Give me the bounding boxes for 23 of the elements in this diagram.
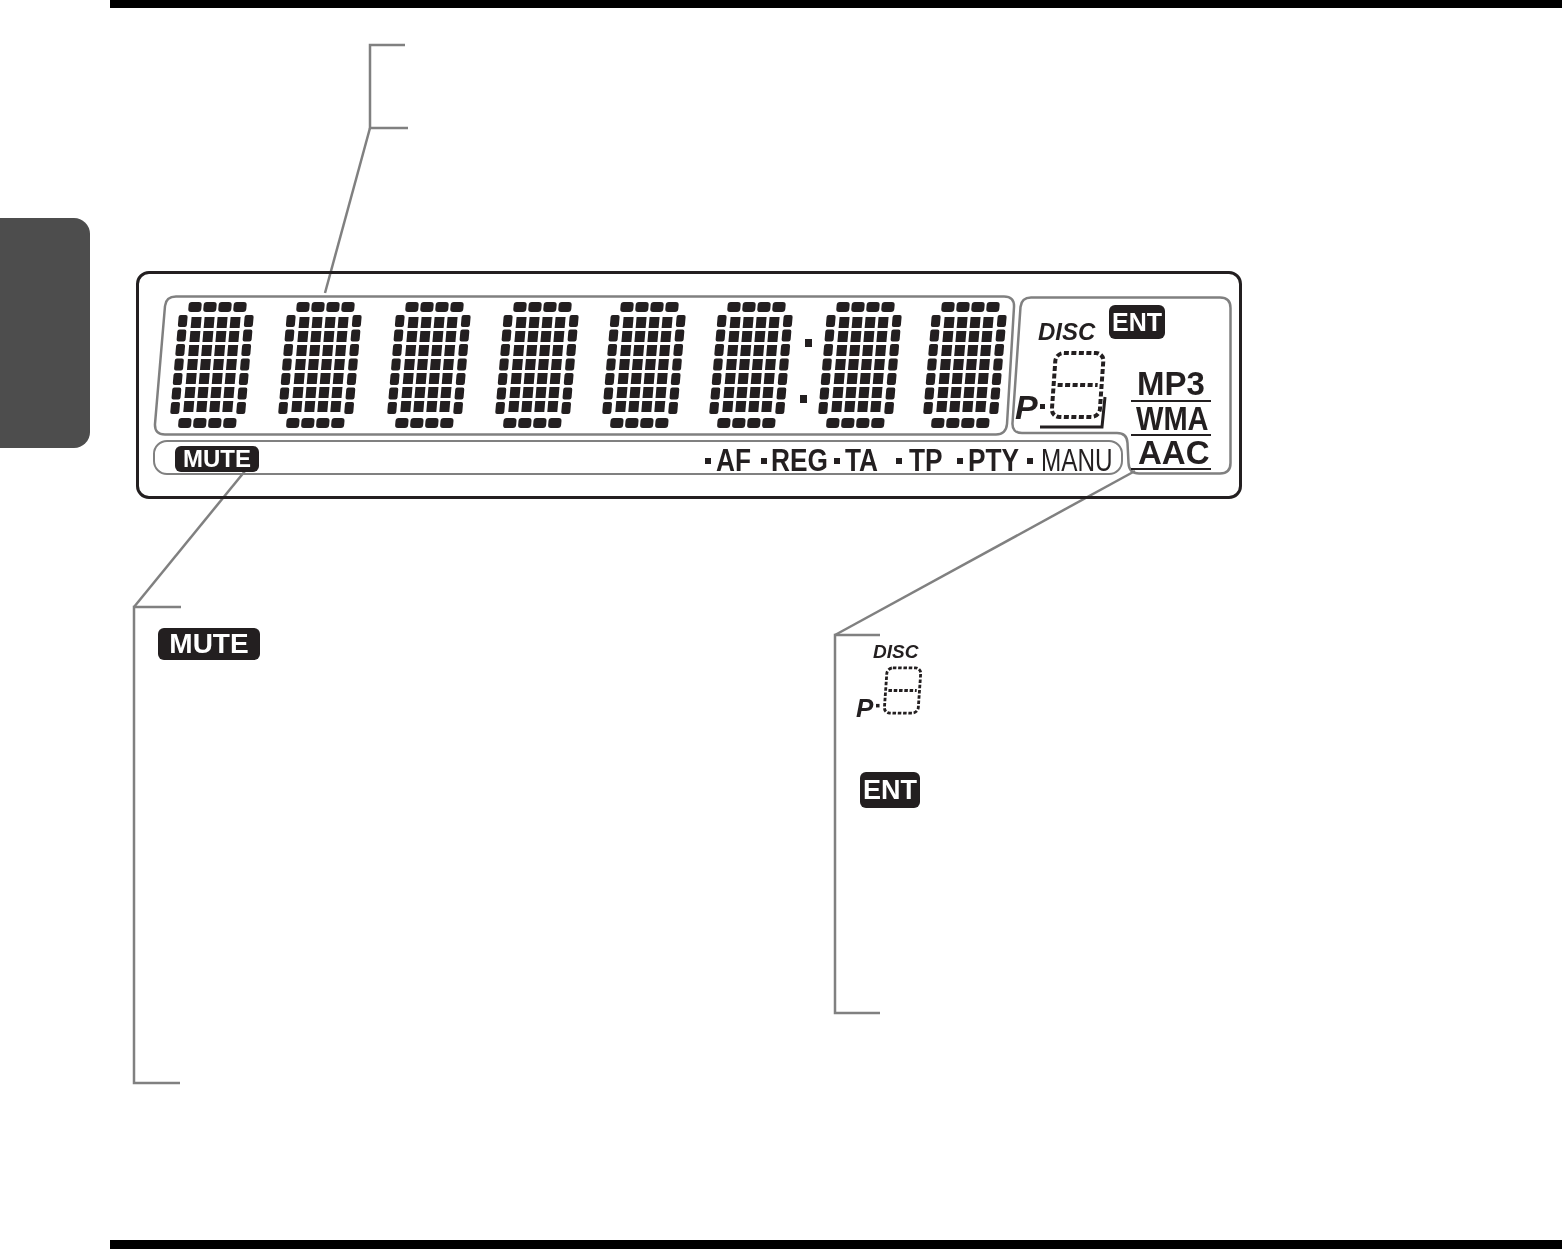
leader-line — [133, 470, 246, 608]
mute-indicator: MUTE — [175, 446, 259, 472]
indicator-label: REG — [771, 448, 828, 474]
indicator-label: AF — [716, 448, 751, 474]
format-label: WMA — [1136, 406, 1209, 433]
indicator-label: TA — [845, 448, 879, 474]
indicator-label: P — [856, 698, 874, 719]
indicator-label: P — [1015, 394, 1038, 422]
ent-indicator: ENT — [860, 772, 920, 808]
indicator-label: TP — [909, 448, 943, 474]
leader-line — [323, 127, 372, 294]
display-panel — [136, 271, 1242, 499]
indicator-label: DISC — [873, 644, 919, 660]
indicator-label: DISC — [1038, 322, 1096, 342]
section-tab — [0, 218, 90, 448]
ent-indicator: ENT — [1109, 305, 1165, 339]
indicator-row — [153, 440, 1123, 475]
indicator-label: MANU — [1041, 448, 1113, 474]
leader-line — [834, 469, 1136, 637]
indicator-label: PTY — [968, 448, 1020, 474]
format-label: MP3 — [1137, 371, 1205, 398]
mute-indicator: MUTE — [158, 628, 260, 660]
format-label: AAC — [1138, 440, 1210, 467]
